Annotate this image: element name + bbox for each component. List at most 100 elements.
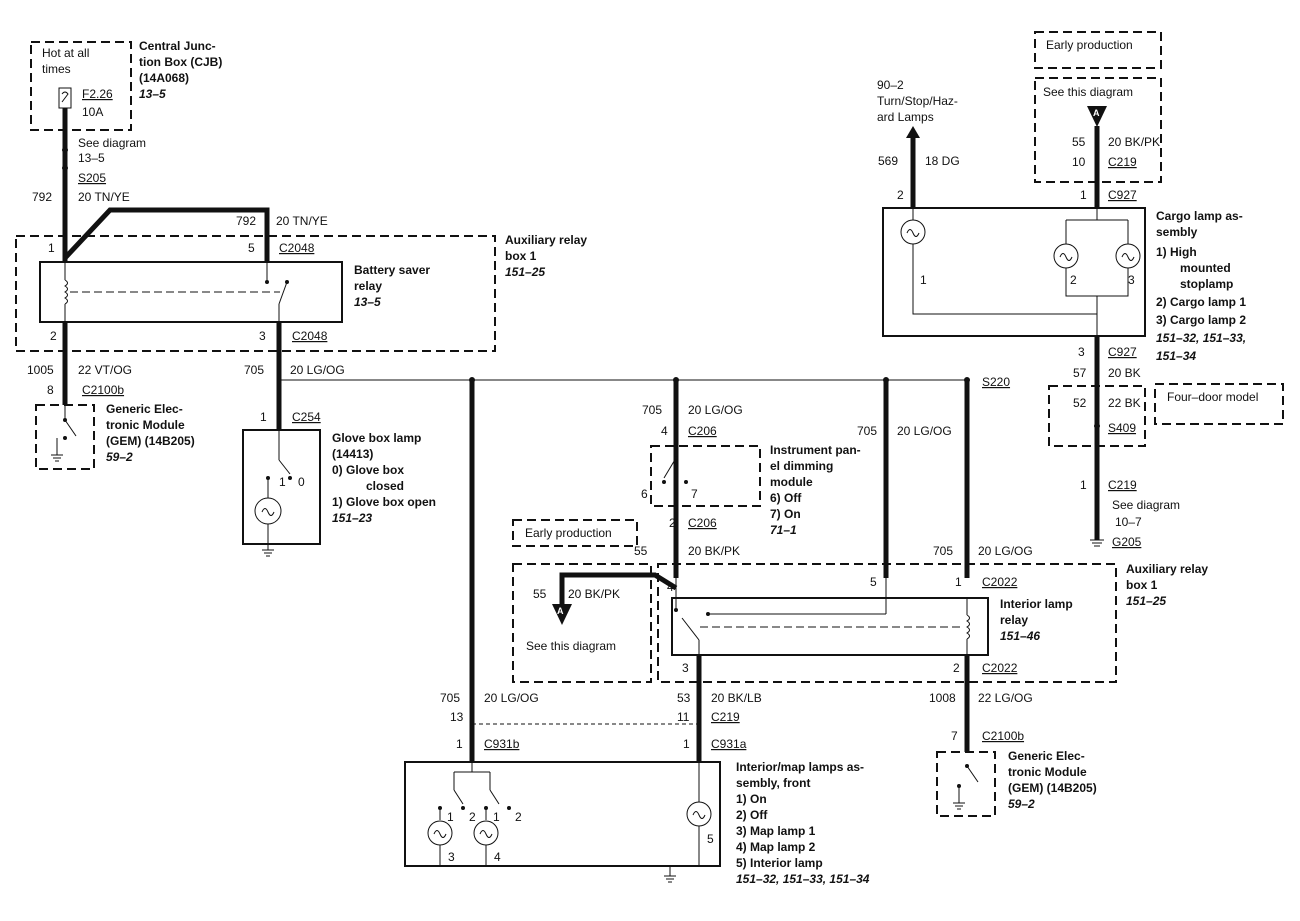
relay-right-pin-2: 2 xyxy=(953,661,960,675)
glove-opt-1: 1) Glove box open xyxy=(332,495,436,509)
ipdm-title-1: Instrument pan- xyxy=(770,443,861,457)
fuse-icon xyxy=(58,87,72,109)
gem-switch-icon xyxy=(953,764,979,810)
wire-20tnye: 20 TN/YE xyxy=(78,190,130,204)
interior-title-1: Interior/map lamps as- xyxy=(736,760,864,774)
splice-s409: S409 xyxy=(1108,421,1136,435)
cargo-lamp-2: 2 xyxy=(1070,273,1077,287)
circuit-52: 52 xyxy=(1073,396,1087,410)
ipdm-title-3: module xyxy=(770,475,813,489)
interior-lamp-relay-1: Interior lamp xyxy=(1000,597,1073,611)
four-door-box xyxy=(1048,385,1146,447)
cargo-ground-pin-1: 1 xyxy=(1080,478,1087,492)
wire-705-bottom: 20 LG/OG xyxy=(484,691,539,705)
interior-title-2: sembly, front xyxy=(736,776,810,790)
pin-1-c931a: 1 xyxy=(683,737,690,751)
map-lamp-4: 4 xyxy=(494,850,501,864)
splice-dot xyxy=(1094,423,1100,429)
gem-right-title-2: tronic Module xyxy=(1008,765,1087,779)
aux-relay-title-1: Auxiliary relay xyxy=(505,233,587,247)
relay-right-conn-bot: C2022 xyxy=(982,661,1018,675)
pin-13: 13 xyxy=(450,710,464,724)
battery-saver-relay-2: relay xyxy=(354,279,382,293)
map-sw-1a: 1 xyxy=(447,810,454,824)
see-diagram-1: See diagram xyxy=(78,136,146,150)
circuit-705: 705 xyxy=(244,363,264,377)
early-wire: 20 BK/PK xyxy=(568,587,620,601)
cargo-ground-pin-3: 3 xyxy=(1078,345,1085,359)
wire-55-early xyxy=(559,572,678,604)
wire-18dg: 18 DG xyxy=(925,154,960,168)
wire-1008-label: 22 LG/OG xyxy=(978,691,1033,705)
cargo-title-1: Cargo lamp as- xyxy=(1156,209,1243,223)
aux-relay-right-title-2: box 1 xyxy=(1126,578,1158,592)
ipdm-out-wire: 20 BK/PK xyxy=(688,544,740,558)
map-sw-2b: 2 xyxy=(515,810,522,824)
map-lamp-5: 5 xyxy=(707,832,714,846)
relay-coil-icon xyxy=(64,262,68,322)
gem-right-ref: 59–2 xyxy=(1008,797,1035,811)
map-lamp-switch-icon xyxy=(438,762,511,820)
cargo-lamp-box xyxy=(882,207,1146,337)
ipdm-pin-4: 4 xyxy=(661,424,668,438)
glove-title-1: Glove box lamp xyxy=(332,431,421,445)
relay-right-pin-3: 3 xyxy=(682,661,689,675)
relay-right-wire: 20 LG/OG xyxy=(978,544,1033,558)
wire-20tnye-b: 20 TN/YE xyxy=(276,214,328,228)
see-diagram-right-2: 10–7 xyxy=(1115,515,1142,529)
ground-icon xyxy=(262,544,274,557)
early-see-diagram: See this diagram xyxy=(526,639,616,653)
early-right-see: See this diagram xyxy=(1043,85,1133,99)
cargo-opt-1a: 1) High xyxy=(1156,245,1197,259)
ipdm-out-conn: C206 xyxy=(688,516,717,530)
ground-icon xyxy=(51,454,63,462)
relay-right-pin-4: 4 xyxy=(667,580,674,594)
conn-c2048-bot: C2048 xyxy=(292,329,328,343)
wire-22bk: 22 BK xyxy=(1108,396,1141,410)
cargo-opt-1b: mounted xyxy=(1180,261,1231,275)
pin-11: 11 xyxy=(677,710,690,724)
cargo-ref-2: 151–34 xyxy=(1156,349,1196,363)
early-circuit: 55 xyxy=(533,587,547,601)
aux-relay-right-title-1: Auxiliary relay xyxy=(1126,562,1208,576)
relay-right-pin-5: 5 xyxy=(870,575,877,589)
lamp-icon xyxy=(254,497,282,525)
pin-8: 8 xyxy=(47,383,54,397)
early-production-label: Early production xyxy=(525,526,612,540)
early-right-wire: 20 BK/PK xyxy=(1108,135,1160,149)
conn-c927-top: C927 xyxy=(1108,188,1137,202)
ipdm-ref: 71–1 xyxy=(770,523,797,537)
four-door-label: Four–door model xyxy=(1167,390,1258,404)
interior-opt-2: 2) Off xyxy=(736,808,768,822)
c927-pin: 1 xyxy=(1080,188,1087,202)
cjb-title-1: Central Junc- xyxy=(139,39,216,53)
early-production-right-label: Early production xyxy=(1046,38,1133,52)
splice-s220: S220 xyxy=(982,375,1010,389)
relay-right-circuit-mid: 705 xyxy=(857,424,877,438)
ipdm-out-pin: 2 xyxy=(669,516,676,530)
ground-icon xyxy=(1090,539,1104,547)
conn-c219-bottom: C219 xyxy=(711,710,740,724)
cjb-part: (14A068) xyxy=(139,71,189,85)
relay-right-wire-mid: 20 LG/OG xyxy=(897,424,952,438)
ipdm-title-2: el dimming xyxy=(770,459,833,473)
splice-dot xyxy=(62,165,68,171)
circuit-705-bottom: 705 xyxy=(440,691,460,705)
glove-sw-1: 1 xyxy=(279,475,286,489)
interior-lamp-relay-2: relay xyxy=(1000,613,1028,627)
battery-saver-relay-box xyxy=(39,261,343,323)
see-diagram-right-1: See diagram xyxy=(1112,498,1180,512)
interior-opt-4: 4) Map lamp 2 xyxy=(736,840,816,854)
cargo-lamp-3: 3 xyxy=(1128,273,1135,287)
glove-pin-1: 1 xyxy=(260,410,267,424)
cargo-ref-1: 151–32, 151–33, xyxy=(1156,331,1246,345)
lamp-icon xyxy=(900,219,926,245)
gem-right-title-3: (GEM) (14B205) xyxy=(1008,781,1097,795)
ipdm-switch-icon xyxy=(662,456,688,484)
cjb-dashed-box xyxy=(30,41,132,131)
cargo-opt-2: 2) Cargo lamp 1 xyxy=(1156,295,1246,309)
pin-5: 5 xyxy=(248,241,255,255)
splice-s205: S205 xyxy=(78,171,106,185)
aux-relay-title-2: box 1 xyxy=(505,249,537,263)
